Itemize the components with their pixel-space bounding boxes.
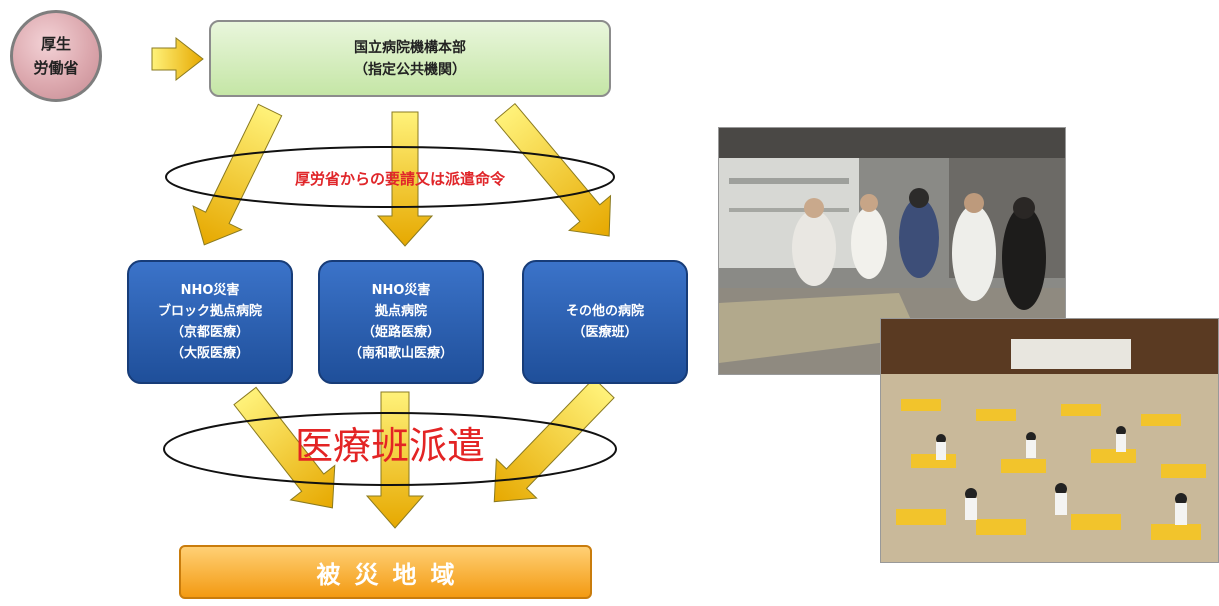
- hospital-line: NHO災害: [371, 283, 431, 298]
- hospital-line: （姫路医療）: [361, 325, 440, 340]
- hospital-line: （医療班）: [572, 325, 638, 340]
- hospital-box-block: NHO災害 ブロック拠点病院 （京都医療） （大阪医療）: [127, 260, 293, 384]
- request-label: 厚労省からの要請又は派遣命令: [294, 170, 505, 188]
- ministry-circle: 厚生 労働省: [10, 10, 102, 102]
- arrow-block-to-area: [233, 386, 336, 509]
- arrow-ministry-to-hq: [151, 36, 204, 82]
- arrow-other-to-area: [493, 377, 615, 503]
- hospital-line: （大阪医療）: [170, 346, 249, 361]
- hospital-line: NHO災害: [180, 283, 240, 298]
- arrow-hq-to-other: [494, 102, 612, 237]
- dispatch-ellipse: [163, 412, 617, 486]
- hospital-line: （京都医療）: [170, 325, 249, 340]
- ministry-label: 厚生 労働省: [33, 35, 79, 77]
- headquarters-box: 国立病院機構本部 （指定公共機関）: [209, 20, 611, 97]
- headquarters-title: 国立病院機構本部: [354, 39, 466, 56]
- dispatch-label: 医療班派遣: [294, 424, 485, 468]
- request-ellipse: [165, 146, 615, 208]
- photo-gym-triage-image: [881, 319, 1218, 562]
- headquarters-subtitle: （指定公共機関）: [354, 61, 466, 78]
- arrow-hq-to-block: [192, 103, 283, 246]
- hospital-line: その他の病院: [565, 304, 644, 319]
- photo-gym-triage: [880, 318, 1219, 563]
- disaster-area-bar: 被災地域: [179, 545, 592, 599]
- hospital-line: ブロック拠点病院: [157, 304, 262, 319]
- hospital-line: （南和歌山医療）: [348, 346, 453, 361]
- disaster-area-label: 被災地域: [316, 560, 469, 589]
- arrow-base-to-area: [365, 391, 425, 529]
- hospital-box-other: その他の病院 （医療班）: [522, 260, 688, 384]
- hospital-line: 拠点病院: [374, 304, 427, 319]
- hospital-box-base: NHO災害 拠点病院 （姫路医療） （南和歌山医療）: [318, 260, 484, 384]
- arrow-hq-to-base: [376, 111, 434, 247]
